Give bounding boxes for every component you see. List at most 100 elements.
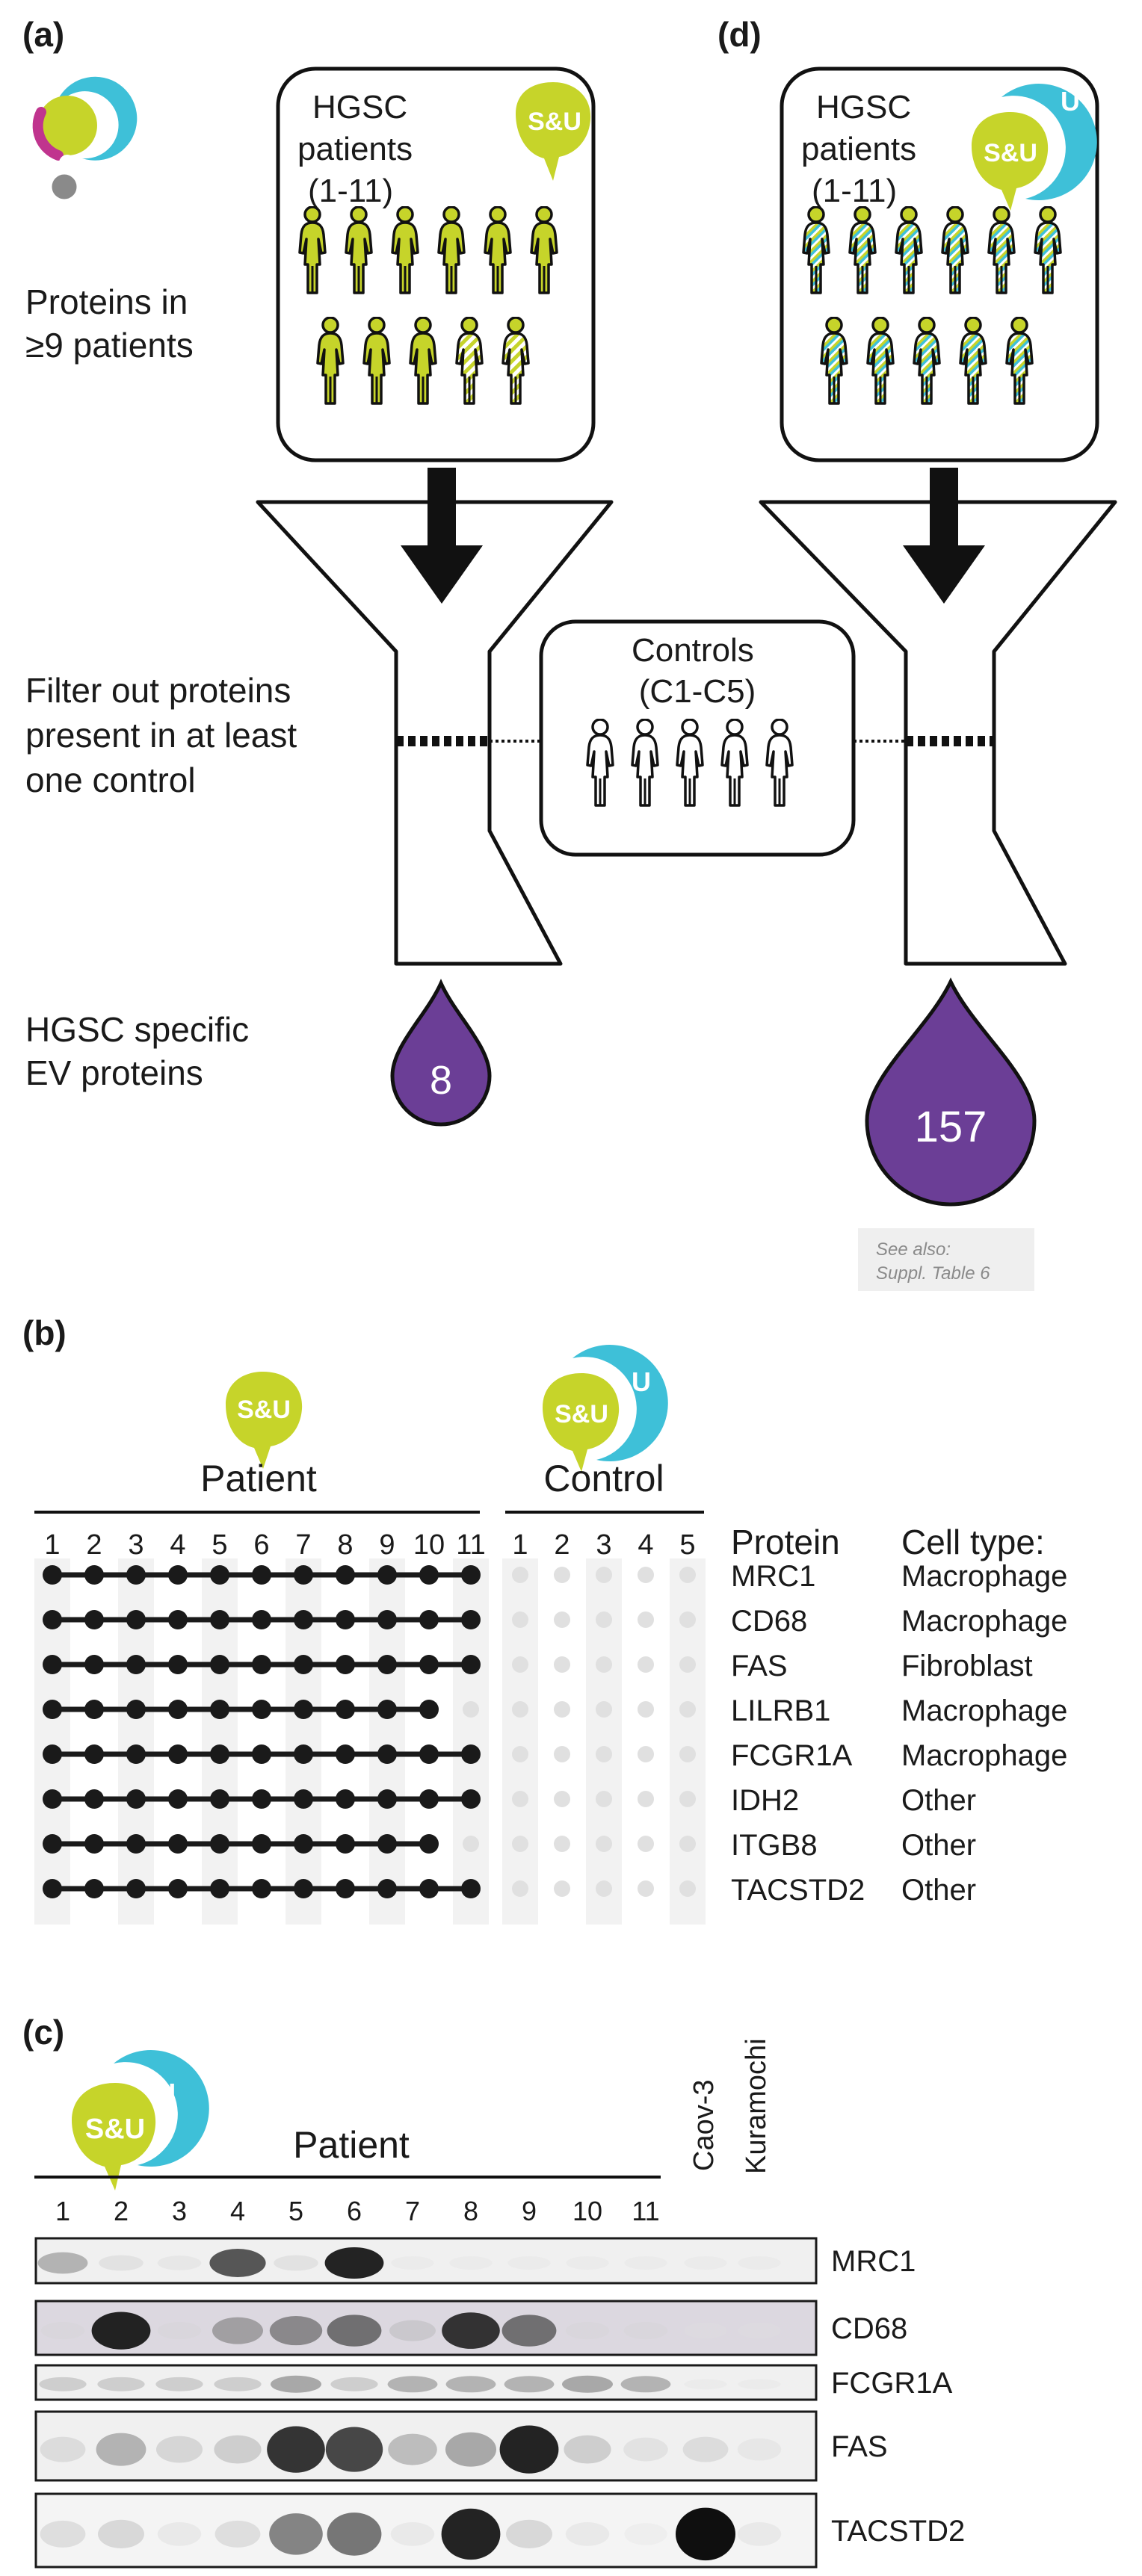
- blot-band: [156, 2436, 203, 2463]
- lane-number: 1: [55, 2196, 70, 2226]
- patient-number: 3: [128, 1529, 143, 1561]
- blot-band: [389, 2320, 436, 2341]
- patient-dot: [126, 1565, 146, 1585]
- funnel-a: [256, 500, 614, 966]
- blot-band: [390, 2522, 435, 2546]
- su-u-badge-b: S&U U: [543, 1345, 668, 1472]
- protein-name: FAS: [731, 1650, 788, 1682]
- control-dot: [679, 1791, 696, 1807]
- control-dot: [596, 1567, 612, 1583]
- cell-type: Macrophage: [901, 1605, 1067, 1638]
- blot-band: [676, 2507, 735, 2561]
- blot-band: [684, 2322, 727, 2339]
- step3-text: HGSC specific EV proteins: [25, 1010, 259, 1092]
- lane-number: 8: [463, 2196, 478, 2226]
- patient-dot: [43, 1789, 62, 1809]
- control-dot: [512, 1836, 528, 1852]
- blot-band: [738, 2255, 781, 2270]
- patient-dot: [168, 1879, 188, 1898]
- patient-number: 8: [337, 1529, 353, 1561]
- blot-band: [324, 2247, 384, 2279]
- control-dot: [679, 1880, 696, 1897]
- blot-band: [737, 2522, 782, 2546]
- blot-band: [620, 2376, 671, 2393]
- protein-header: Protein: [731, 1523, 840, 1561]
- patient-dot: [43, 1655, 62, 1674]
- control-dot: [596, 1656, 612, 1673]
- patient-number: 4: [170, 1529, 185, 1561]
- patient-dot: [252, 1610, 271, 1629]
- blot-band: [327, 2315, 382, 2347]
- patient-dot: [43, 1610, 62, 1629]
- blot-band: [99, 2255, 143, 2271]
- patient-dot: [84, 1565, 104, 1585]
- patient-dot: [84, 1789, 104, 1809]
- blot-strip: FAS: [34, 2410, 888, 2482]
- patient-dot: [336, 1744, 355, 1764]
- control-dot: [554, 1836, 570, 1852]
- control-number: 4: [638, 1529, 653, 1561]
- control-dot: [512, 1611, 528, 1628]
- cell-type: Other: [901, 1874, 976, 1907]
- blot-band: [157, 2522, 202, 2546]
- patient-dot: [210, 1834, 229, 1854]
- patient-header-b: Patient: [200, 1458, 317, 1499]
- svg-text:S&U: S&U: [528, 108, 581, 136]
- patient-dot: [84, 1744, 104, 1764]
- blot-label: MRC1: [831, 2245, 916, 2278]
- control-dot: [554, 1701, 570, 1718]
- svg-text:U: U: [1061, 86, 1080, 117]
- patient-dot: [336, 1789, 355, 1809]
- control-dot: [512, 1701, 528, 1718]
- patient-dot: [43, 1700, 62, 1719]
- patient-dot: [252, 1655, 271, 1674]
- patient-dot: [377, 1834, 397, 1854]
- svg-text:S&U: S&U: [984, 139, 1037, 167]
- panel-b: (b) S&U S&U U Patient Control Protein Ce…: [22, 1313, 1067, 1925]
- patient-dot: [461, 1565, 481, 1585]
- patient-dot: [336, 1655, 355, 1674]
- svg-text:S&U: S&U: [555, 1400, 608, 1428]
- blot-band: [97, 2377, 145, 2391]
- protein-name: CD68: [731, 1605, 807, 1638]
- cell-type: Other: [901, 1829, 976, 1862]
- result-drop-a: 8: [390, 978, 492, 1127]
- patient-dot: [419, 1834, 439, 1854]
- patient-dot: [336, 1879, 355, 1898]
- patient-dot: [210, 1565, 229, 1585]
- patient-dot: [43, 1565, 62, 1585]
- control-dot: [596, 1746, 612, 1762]
- control-dot: [554, 1880, 570, 1897]
- patient-dot: [84, 1655, 104, 1674]
- lane-number: 5: [288, 2196, 303, 2226]
- controls-box: Controls (C1-C5): [490, 619, 906, 857]
- blot-strip: CD68: [34, 2300, 907, 2356]
- lane-number: 7: [405, 2196, 420, 2226]
- patient-dot: [377, 1565, 397, 1585]
- patients-box-a-title: HGSC patients (1-11): [297, 89, 422, 209]
- control-dot: [596, 1791, 612, 1807]
- patient-dot: [84, 1834, 104, 1854]
- result-drop-d: 157: [865, 977, 1037, 1207]
- patient-dot: [252, 1879, 271, 1898]
- blot-band: [325, 2427, 383, 2472]
- patient-dot: [84, 1700, 104, 1719]
- patient-dot: [84, 1610, 104, 1629]
- patient-dot: [168, 1565, 188, 1585]
- blot-band: [623, 2321, 668, 2340]
- patient-dot: [419, 1879, 439, 1898]
- control-dot: [554, 1567, 570, 1583]
- patient-dot: [210, 1879, 229, 1898]
- svg-text:See also: Suppl. Table: See also: Suppl. Table 6: [876, 1239, 990, 1284]
- patient-dot: [43, 1879, 62, 1898]
- blot-band: [387, 2376, 438, 2393]
- blot-band: [91, 2312, 151, 2350]
- blot-band: [271, 2375, 321, 2393]
- patient-dot: [377, 1610, 397, 1629]
- control-dot: [679, 1567, 696, 1583]
- patient-dot: [294, 1879, 313, 1898]
